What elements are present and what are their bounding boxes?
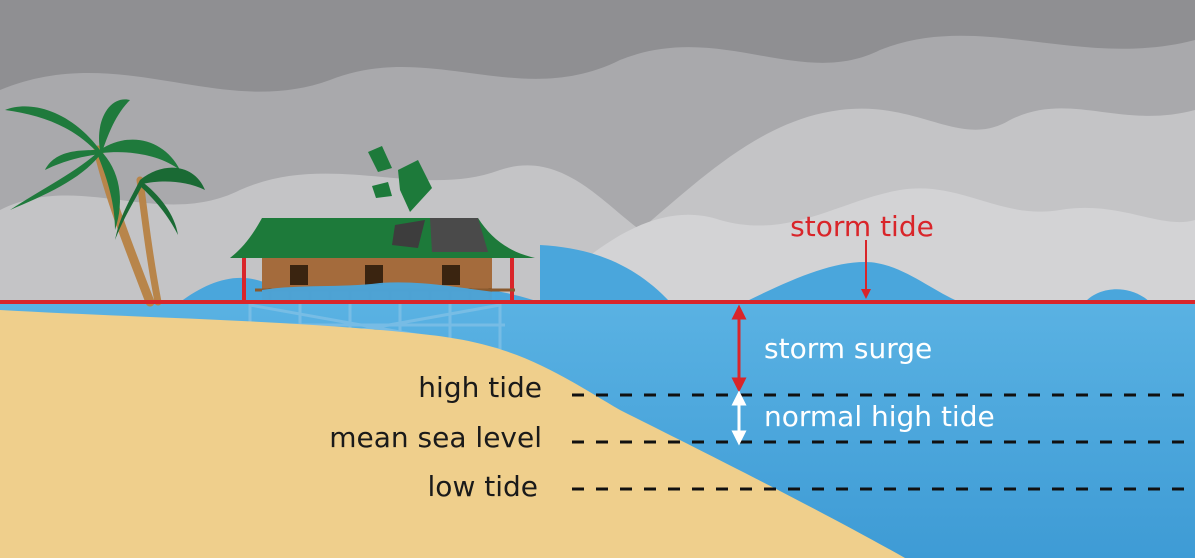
house-icon	[230, 218, 535, 303]
palm-tree-icon	[5, 99, 205, 307]
storm-tide-label: storm tide	[790, 210, 934, 243]
wave-icon	[1085, 289, 1150, 302]
storm-surge-label: storm surge	[764, 332, 932, 365]
low-tide-label: low tide	[428, 470, 538, 503]
wave-icon	[540, 245, 670, 302]
wave-icon	[745, 262, 960, 302]
high-tide-label: high tide	[418, 371, 542, 404]
normal-high-tide-label: normal high tide	[764, 400, 995, 433]
roof-debris-icon	[368, 146, 432, 212]
cloud-far-hills	[540, 188, 1195, 300]
beach	[0, 310, 905, 558]
mean-sea-level-label: mean sea level	[329, 421, 542, 454]
